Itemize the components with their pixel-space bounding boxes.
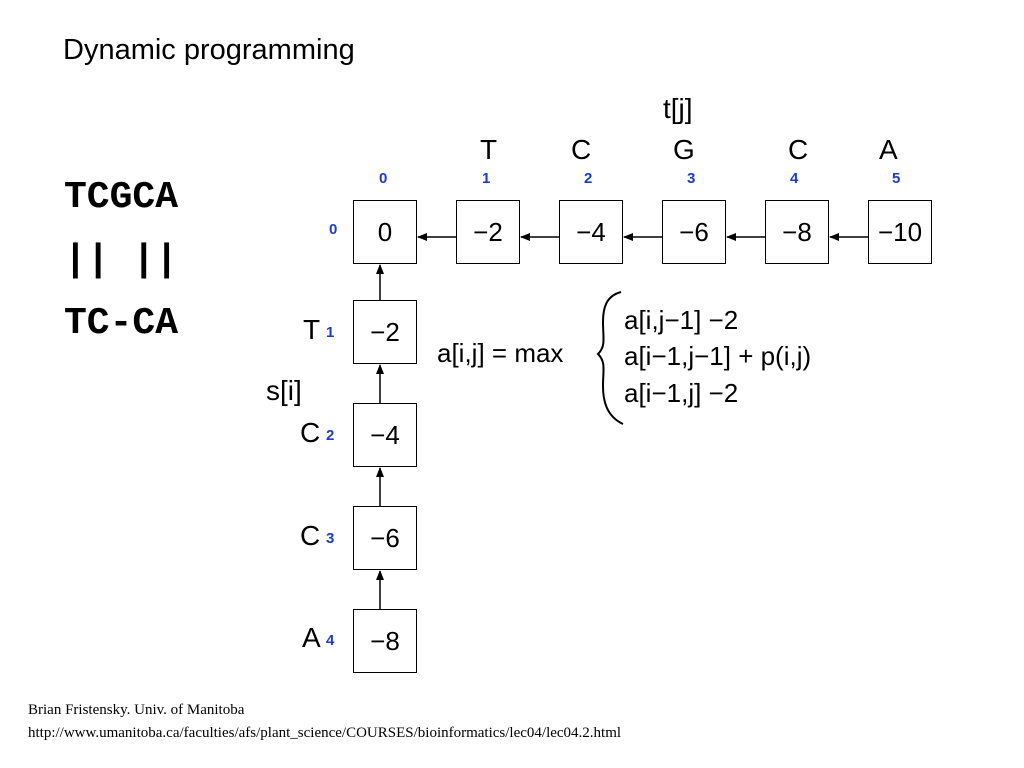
column-index-5: 5 (892, 170, 901, 187)
t-letter-4: C (788, 134, 809, 165)
matrix-cell-0-2: −4 (559, 200, 623, 264)
row-index-3: 3 (326, 530, 335, 547)
matrix-cell-3-0: −6 (353, 506, 417, 570)
t-letter-2: C (571, 134, 592, 165)
matrix-cell-4-0: −8 (353, 609, 417, 673)
s-sequence-label: s[i] (266, 375, 302, 406)
alignment-top-sequence: TCGCA (64, 176, 179, 219)
formula-case-diagonal: a[i−1,j−1] + p(i,j) (624, 341, 812, 371)
slide-title: Dynamic programming (63, 34, 355, 66)
alignment-match-bars: || || (64, 239, 179, 282)
matrix-cell-0-4: −8 (765, 200, 829, 264)
matrix-cell-0-3: −6 (662, 200, 726, 264)
formula-brace (596, 291, 624, 425)
row-index-4: 4 (326, 632, 335, 649)
column-index-4: 4 (790, 170, 799, 187)
footer-url[interactable]: http://www.umanitoba.ca/faculties/afs/pl… (28, 725, 622, 741)
column-index-2: 2 (584, 170, 593, 187)
column-index-3: 3 (687, 170, 696, 187)
alignment-bottom-sequence: TC-CA (64, 302, 179, 345)
row-index-0: 0 (329, 221, 338, 238)
matrix-cell-1-0: −2 (353, 300, 417, 364)
formula-case-left: a[i,j−1] −2 (624, 305, 739, 335)
matrix-cell-2-0: −4 (353, 403, 417, 467)
t-letter-3: G (673, 134, 695, 165)
column-index-0: 0 (379, 170, 388, 187)
s-letter-3: C (300, 520, 321, 551)
s-letter-1: T (303, 314, 321, 345)
matrix-cell-0-0: 0 (353, 200, 417, 264)
formula-case-up: a[i−1,j] −2 (624, 378, 739, 408)
matrix-cell-0-5: −10 (868, 200, 932, 264)
s-letter-2: C (300, 417, 321, 448)
footer-credit: Brian Fristensky. Univ. of Manitoba (28, 702, 245, 718)
matrix-cell-0-1: −2 (456, 200, 520, 264)
row-index-2: 2 (326, 427, 335, 444)
column-index-1: 1 (482, 170, 491, 187)
t-letter-5: A (879, 134, 898, 165)
t-sequence-label: t[j] (663, 93, 693, 124)
s-letter-4: A (302, 622, 321, 653)
row-index-1: 1 (326, 324, 335, 341)
formula-lhs: a[i,j] = max (437, 338, 564, 368)
t-letter-1: T (480, 134, 498, 165)
